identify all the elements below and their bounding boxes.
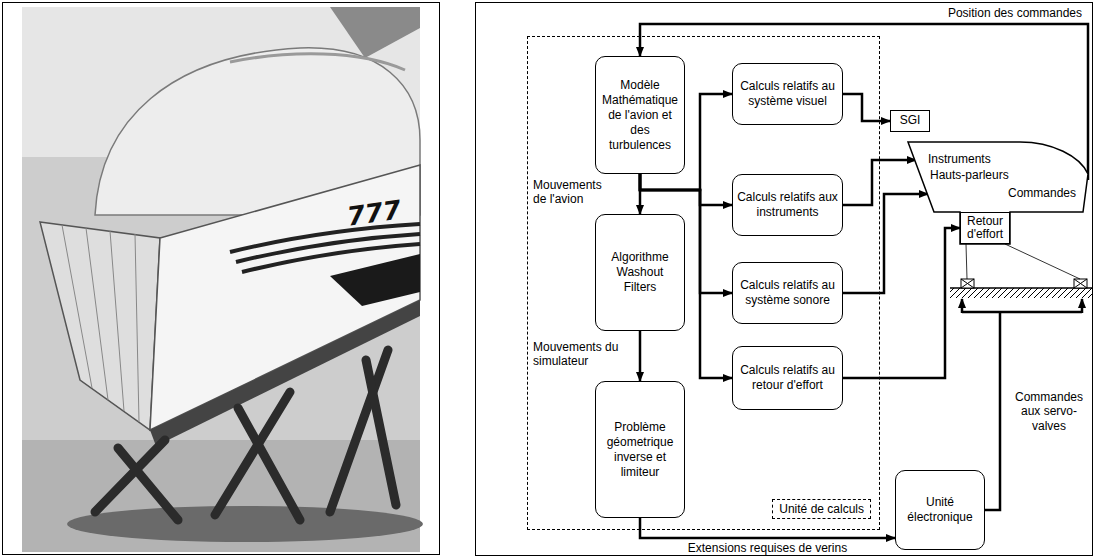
cabin-panel-line [86,228,108,400]
flow-arrow [843,94,890,121]
node-text: Calculs relatifs au système sonore [736,278,839,308]
node-text: Unité électronique [899,495,981,525]
actuator-leg [238,408,300,520]
node-text: Algorithme Washout Filters [599,250,681,295]
servo-wire [961,299,964,313]
flow-arrow [843,228,960,378]
node-text: SGI [900,114,921,127]
cabin-side [40,222,160,430]
process-box: Unité électronique [895,470,985,550]
node-text: Hauts-parleurs [930,168,1009,182]
node-text: Calculs relatifs au retour d'effort [736,363,839,393]
jack-cross [961,279,974,288]
node-text: Unité de calculs [772,499,871,519]
actuator-leg [118,448,178,520]
device-box: SGI [890,110,930,132]
computation-region: Unité de calculs Modèle Mathématique de l… [527,36,880,530]
jack-symbol [1074,279,1087,288]
flow-arrow [843,194,928,293]
flow-arrow [640,518,895,538]
dome-rail [230,54,405,70]
node-text: Modèle Mathématique de l'avion et des tu… [599,78,681,153]
cockpit-outline-path [908,142,1088,244]
servo-wire [962,311,1082,314]
signal-label: Mouvements de l'avion [533,178,605,207]
process-box: Calculs relatifs aux instruments [732,174,843,236]
cabin-panel-line [110,231,124,411]
actuator-leg [366,360,396,505]
process-box: Algorithme Washout Filters [595,214,685,331]
actuator-leg [95,440,165,512]
livery-band [330,254,420,306]
servo-wire [1081,299,1084,313]
cockpit-shape: InstrumentsHauts-parleursCommandesRetour… [908,140,1088,244]
process-box: Problème géometrique inverse et limiteur [595,381,685,518]
flow-arrow [639,331,642,381]
photo-background [22,7,420,552]
node-text: Calculs relatifs au système visuel [736,79,839,109]
hexapod-legs [95,350,396,520]
motion-base [67,506,423,542]
signal-label: Commandes aux servo-valves [1008,390,1090,433]
cabin-front [150,165,420,430]
node-text: Commandes [1008,186,1076,200]
force-link [1005,244,1080,279]
servo-wire [985,312,1000,510]
process-box: Modèle Mathématique de l'avion et des tu… [595,56,685,174]
signal-label: Mouvements du simulateur [533,340,623,369]
cabin-panel-line [62,225,92,388]
node-text: Calculs relatifs aux instruments [736,190,839,220]
photo-frame [3,3,440,555]
process-box: Calculs relatifs au système sonore [732,262,843,324]
cabin-panel-line [135,234,139,422]
jack-symbol [961,279,974,288]
node-text: Retour d'effort [963,215,1007,241]
force-link [966,244,967,279]
ground-hatch [950,288,1093,298]
jack-cross [1074,279,1087,288]
actuator-leg [215,392,290,515]
node-text: Problème géometrique inverse et limiteur [599,420,681,480]
device-box: Retour d'effort [960,212,1010,244]
edge-label: Position des commandes [946,6,1084,20]
diagram-frame [476,3,1093,556]
edge-label: Extensions requises de verins [686,541,849,555]
process-box: Calculs relatifs au retour d'effort [732,346,843,410]
node-text: Instruments [928,152,991,166]
process-box: Calculs relatifs au système visuel [732,63,843,125]
